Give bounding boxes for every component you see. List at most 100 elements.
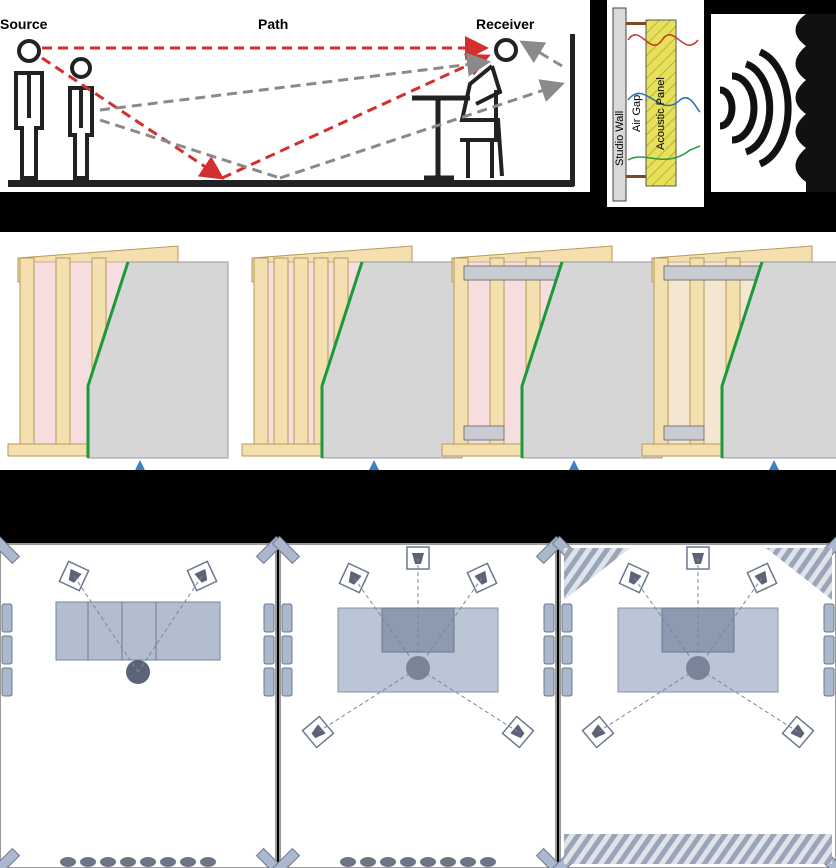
rear-seat-icon [200,857,216,867]
wave-blue [627,92,701,113]
resilient-channel-bottom [663,425,705,441]
side-panel-left [561,667,573,697]
console-desk [55,601,221,661]
child-person-icon [68,57,94,180]
floor [8,180,574,187]
green-sealant-edge [86,261,130,458]
side-panel-left [1,667,13,697]
bass-trap [255,847,285,868]
green-sealant-edge [520,261,564,458]
side-panel-right [823,667,835,697]
room-layout-2 [271,535,565,868]
studio-wall [612,7,627,202]
wall-assembly-2 [241,245,463,470]
sound-path-panel: Source Path Receiver [0,0,590,192]
stud [273,257,289,449]
wall-assembly-4 [641,245,836,470]
side-panel-left [281,635,293,665]
up-arrow-icon [135,460,145,470]
side-panel-right [823,603,835,633]
stud [689,257,705,449]
wave-green [627,145,701,161]
wavy-diffuser-surface [795,14,836,192]
bass-trap [271,535,301,565]
stud [55,257,71,449]
rear-seat-icon [460,857,476,867]
room-outline [559,543,836,868]
air-gap-label: Air Gap [631,95,643,132]
bottom-plate [441,443,523,457]
source-label: Source [0,16,48,32]
side-panel-right [543,603,555,633]
side-panel-right [263,603,275,633]
bass-trap [271,847,301,868]
stud [253,257,269,449]
room-outline [0,543,277,868]
green-sealant-edge [720,261,764,458]
sound-wave-icon [719,48,792,168]
stud [19,257,35,449]
path-label: Path [258,16,288,32]
reflected-sound-paths [99,40,565,180]
side-panel-left [561,603,573,633]
receiver-label: Receiver [476,16,535,32]
side-panel-left [561,635,573,665]
room-layout-1 [0,535,285,868]
bottom-plate [7,443,89,457]
rear-seat-icon [420,857,436,867]
up-arrow-icon [369,460,379,470]
room-layout-3 [551,535,836,868]
stud [653,257,669,449]
wall-assembly-3 [441,245,663,470]
back-wall [570,34,575,186]
rear-seat-icon [180,857,196,867]
room-layouts [0,535,836,868]
bass-trap [0,535,21,565]
side-panel-right [263,635,275,665]
bottom-plate [241,443,323,457]
resilient-channel-bottom [463,425,505,441]
studio-wall-label: Studio Wall [614,111,626,166]
rear-seat-icon [60,857,76,867]
up-arrow-icon [569,460,579,470]
wall-assemblies [0,232,836,470]
stud [293,257,309,449]
diffuser-corner-left [564,548,630,600]
direct-sound-paths [41,36,491,180]
stud [453,257,469,449]
listener-chair-icon [686,656,710,680]
side-panel-right [263,667,275,697]
rear-seat-icon [380,857,396,867]
rear-seat-icon [340,857,356,867]
bass-trap [535,847,565,868]
listener-chair-icon [406,656,430,680]
room-outline [279,543,557,868]
side-panel-right [543,667,555,697]
side-panel-right [823,635,835,665]
stud [489,257,505,449]
rear-seat-icon [440,857,456,867]
acoustic-panel-diagram: Studio Wall Air Gap Acoustic Panel [607,0,704,207]
up-arrow-icon [769,460,779,470]
diffuser-rear-wall [564,834,832,864]
rear-seat-icon [480,857,496,867]
wave-red [627,34,699,46]
rear-seat-icon [140,857,156,867]
rear-seat-icon [400,857,416,867]
green-sealant-edge [320,261,364,458]
sound-wave-diffuser [711,14,836,192]
receiver-person-icon [459,38,518,177]
wall-assembly-1 [7,245,229,470]
rear-seat-icon [120,857,136,867]
side-panel-left [281,667,293,697]
side-panel-left [1,603,13,633]
acoustic-panel-label: Acoustic Panel [655,77,667,150]
side-panel-right [543,635,555,665]
rear-seat-icon [100,857,116,867]
side-panel-left [1,635,13,665]
diffuser-corner-right [766,548,832,600]
rear-seat-icon [80,857,96,867]
desk-icon [412,95,470,181]
bottom-plate [641,443,723,457]
